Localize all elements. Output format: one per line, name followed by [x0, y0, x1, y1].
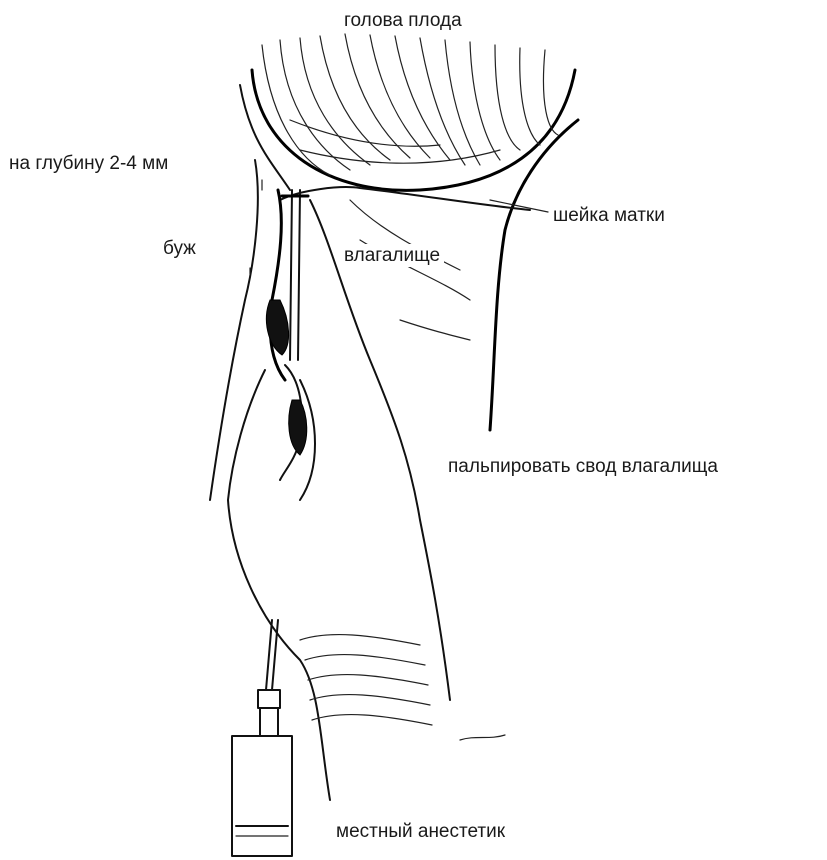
label-cervix: шейка матки — [553, 206, 665, 225]
fetal-head-drawing — [252, 34, 575, 190]
bougie-drawing — [210, 160, 308, 500]
label-fetal-head: голова плода — [344, 11, 462, 30]
label-vagina: влагалище — [340, 244, 444, 267]
label-local-anesthetic: местный анестетик — [336, 822, 505, 841]
label-depth: на глубину 2-4 мм — [9, 154, 168, 173]
label-palpate-fornix: пальпировать свод влагалища — [448, 457, 718, 476]
gloved-hand-drawing — [228, 200, 505, 800]
label-bougie: буж — [163, 239, 196, 258]
syringe-drawing — [232, 620, 292, 856]
